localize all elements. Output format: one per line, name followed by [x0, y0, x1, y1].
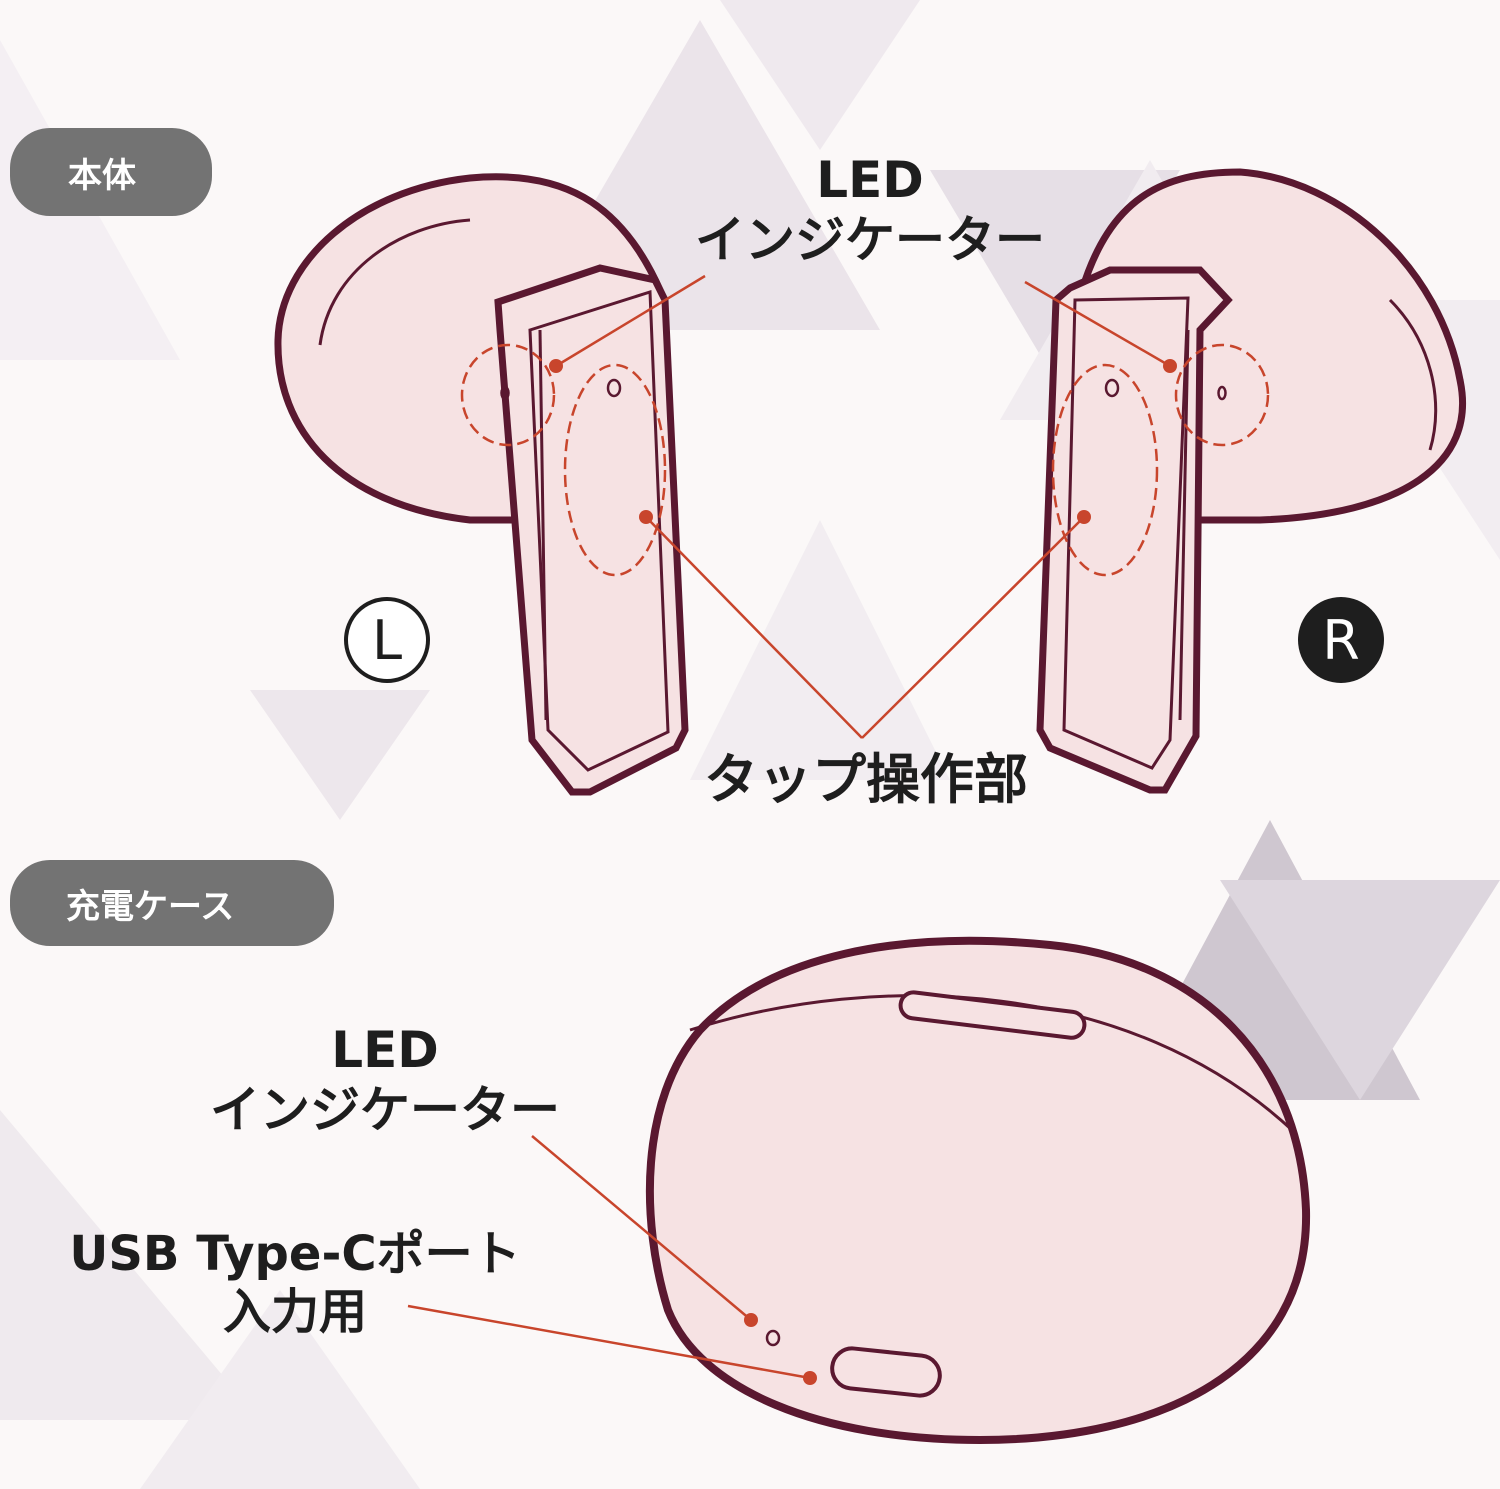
- left-side-mark: L: [344, 597, 430, 683]
- case-led-label: LED インジケーター: [180, 1020, 590, 1140]
- case-leader-lines: [407, 1135, 811, 1380]
- usb-port-label-line2: 入力用: [222, 1283, 367, 1340]
- left-earbud: [274, 173, 689, 796]
- usb-port-label: USB Type-Cポート 入力用: [20, 1226, 570, 1341]
- earbud-led-label-line2: インジケーター: [695, 211, 1045, 269]
- usb-port-label-line1: USB Type-Cポート: [69, 1226, 521, 1282]
- right-earbud-head: [1077, 168, 1466, 524]
- case-latch: [898, 990, 1087, 1040]
- case-led-label-line2: インジケーター: [210, 1081, 560, 1139]
- section-title-case: 充電ケース: [10, 860, 334, 946]
- right-earbud: [1036, 168, 1466, 794]
- case-body: [645, 936, 1311, 1445]
- earbud-led-label-line1: LED: [816, 151, 924, 209]
- section-title-earbuds: 本体: [10, 128, 212, 216]
- earbud-leader-lines: [555, 274, 1171, 739]
- left-earbud-head: [274, 173, 666, 524]
- charging-case: [645, 936, 1311, 1445]
- earbud-led-label: LED インジケーター: [660, 150, 1080, 270]
- right-side-mark: R: [1298, 597, 1384, 683]
- case-led-label-line1: LED: [331, 1021, 439, 1079]
- tap-area-label: タップ操作部: [704, 748, 1028, 811]
- usb-c-port: [830, 1346, 942, 1398]
